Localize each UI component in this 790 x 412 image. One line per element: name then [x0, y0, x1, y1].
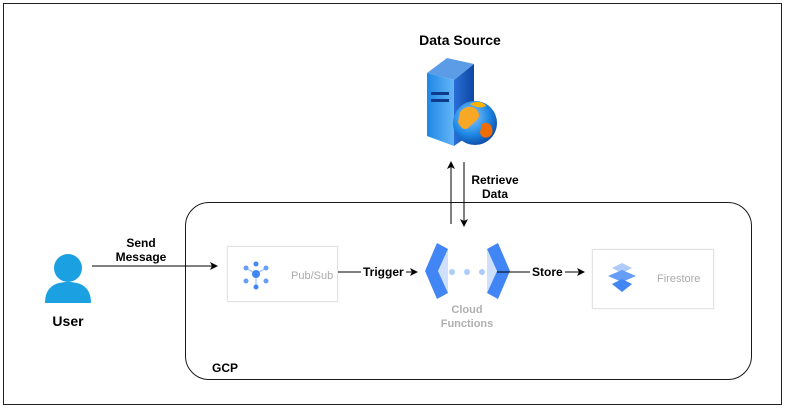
retrieve-data-label-line1: Retrieve — [471, 173, 519, 187]
cloud-functions-label: Cloud Functions — [427, 303, 507, 331]
user-label: User — [52, 313, 84, 329]
cloud-functions-label-line1: Cloud — [451, 304, 483, 316]
trigger-label: Trigger — [361, 265, 406, 279]
send-message-label-line1: Send — [126, 236, 156, 250]
firestore-label: Firestore — [657, 273, 701, 285]
send-message-label-line2: Message — [115, 250, 167, 264]
retrieve-data-label: Retrieve Data — [467, 173, 523, 201]
cloud-functions-label-line2: Functions — [440, 318, 494, 330]
pubsub-node — [227, 246, 338, 302]
gcp-boundary — [185, 202, 752, 380]
firestore-node — [592, 249, 714, 309]
gcp-label: GCP — [212, 361, 239, 375]
send-message-label: Send Message — [110, 236, 172, 264]
store-label: Store — [530, 265, 565, 279]
data-source-label: Data Source — [419, 32, 501, 48]
retrieve-data-label-line2: Data — [481, 187, 508, 201]
pubsub-label: Pub/Sub — [291, 270, 334, 282]
diagram-frame — [3, 3, 782, 405]
